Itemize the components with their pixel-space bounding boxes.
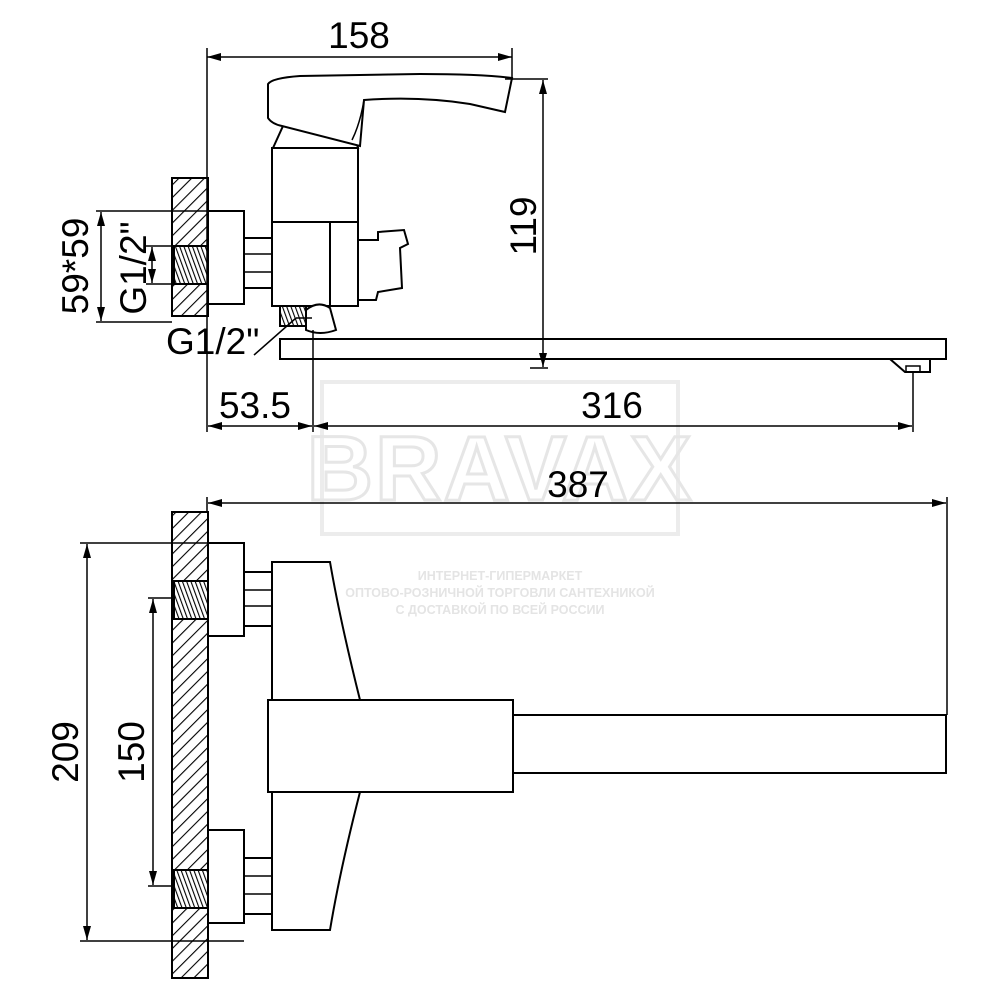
flange-top	[207, 210, 245, 305]
dimension-53-5: 53.5	[208, 330, 314, 432]
dimension-158: 158	[206, 15, 513, 432]
flange-upper	[207, 542, 245, 637]
threaded-pipe-lower	[173, 869, 209, 909]
eccentric-nut-lower	[243, 857, 273, 915]
dimension-53-5-label: 53.5	[219, 385, 291, 426]
watermark-brand: BRAVAX	[307, 418, 694, 520]
dimension-150: 150	[111, 597, 174, 887]
thread-upper-label: G1/2"	[113, 221, 154, 314]
dimension-209: 209	[45, 542, 244, 942]
spout-plan	[267, 699, 514, 793]
dimension-119-label: 119	[503, 197, 544, 256]
dimension-316-label: 316	[581, 385, 643, 426]
dimension-59x59-label: 59*59	[55, 218, 96, 315]
dimension-59x59: 59*59	[55, 210, 208, 323]
watermark-line-1: ИНТЕРНЕТ-ГИПЕРМАРКЕТ	[418, 569, 583, 583]
dimension-158-label: 158	[328, 15, 390, 56]
dimension-150-label: 150	[111, 721, 152, 783]
watermark-frame	[320, 380, 680, 536]
dimension-thread-upper: G1/2"	[113, 221, 174, 315]
handle-lever	[267, 72, 514, 148]
plan-view	[171, 511, 947, 979]
dimension-387-label: 387	[547, 464, 609, 505]
watermark-line-3: С ДОСТАВКОЙ ПО ВСЕЙ РОССИИ	[395, 602, 604, 617]
side-view	[171, 72, 947, 373]
threaded-pipe-top	[173, 245, 209, 285]
dimension-209-label: 209	[45, 721, 86, 783]
dimension-316: 316	[314, 372, 914, 432]
threaded-pipe-upper	[173, 580, 209, 620]
eccentric-nut-upper	[243, 571, 273, 627]
outlet-fitting	[279, 305, 307, 327]
dimension-thread-lower: G1/2"	[166, 317, 312, 362]
eccentric-nut-top	[243, 237, 273, 289]
dimension-119: 119	[503, 78, 548, 369]
watermark-line-2: ОПТОВО-РОЗНИЧНОЙ ТОРГОВЛИ САНТЕХНИКОЙ	[345, 585, 655, 600]
diverter-knob	[357, 228, 410, 301]
spout-top	[279, 338, 947, 360]
mixer-body-top	[271, 147, 359, 307]
spout-arm-plan	[512, 714, 947, 774]
flange-lower	[207, 829, 245, 924]
thread-lower-label: G1/2"	[166, 321, 259, 362]
dimension-387: 387	[206, 464, 948, 715]
